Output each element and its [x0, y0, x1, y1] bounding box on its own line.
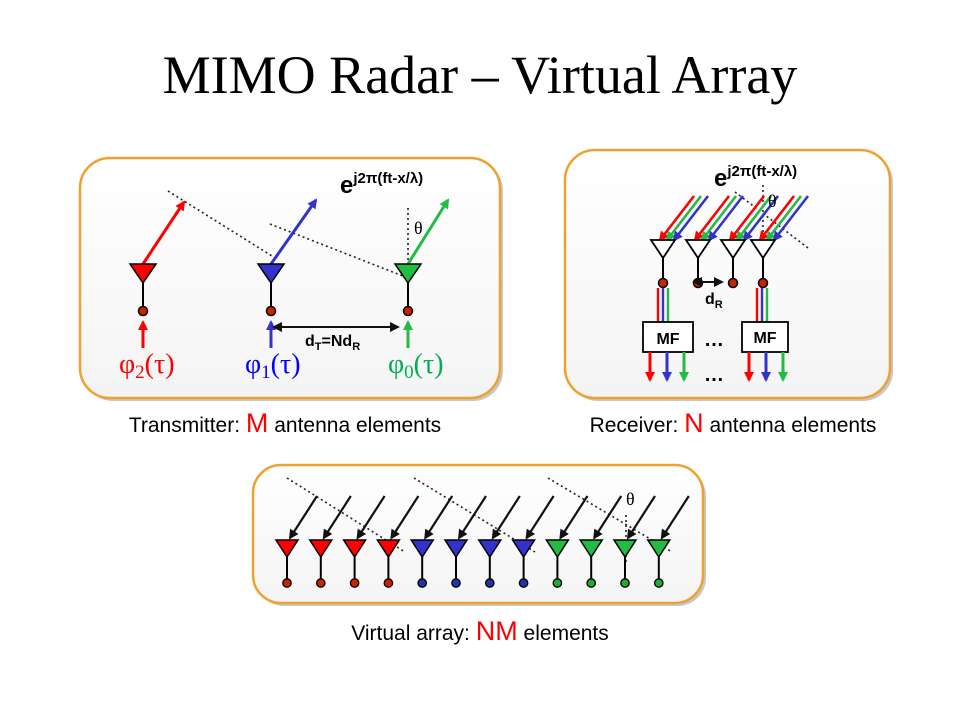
- va-antenna: [578, 539, 604, 559]
- va-antenna: [545, 539, 570, 559]
- rx-antenna: [719, 239, 747, 260]
- virtual-array-panel: θ: [251, 463, 706, 606]
- rx-incoming-arrow: [707, 195, 745, 242]
- va-antenna-node: [552, 578, 563, 588]
- rx-incoming-arrow: [728, 195, 766, 242]
- svg-text:MF: MF: [753, 330, 776, 347]
- rx-theta-label: θ: [768, 191, 777, 211]
- tx-theta-label: θ: [414, 218, 423, 238]
- receiver-caption: Receiver: N antenna elements: [590, 408, 877, 438]
- tx-element-green: [393, 198, 450, 348]
- va-incoming-arrow: [356, 495, 386, 540]
- va-antenna-node: [653, 578, 664, 588]
- rx-output-arrows-left: [645, 352, 689, 382]
- va-incoming-arrow: [491, 495, 521, 540]
- va-antenna-node: [315, 578, 326, 588]
- rx-incoming-arrow: [758, 195, 796, 242]
- va-antenna-node: [484, 578, 495, 588]
- va-antenna: [308, 539, 334, 559]
- rx-spacing-label: dR: [705, 291, 723, 311]
- transmitter-caption: Transmitter: M antenna elements: [129, 408, 441, 438]
- rx-incoming-arrow: [665, 195, 703, 242]
- tx-signal-expression: ej2π(ft-x/λ): [340, 170, 423, 199]
- rx-incoming-arrow: [742, 195, 780, 242]
- va-antenna: [646, 539, 672, 559]
- rx-antenna-node: [757, 277, 769, 289]
- va-antenna: [342, 539, 367, 559]
- va-antenna: [612, 539, 638, 559]
- rx-incoming-arrow: [772, 195, 810, 242]
- rx-incoming-arrow: [693, 195, 731, 242]
- va-antenna-node: [518, 578, 529, 588]
- rx-antenna: [684, 239, 712, 260]
- rx-incoming-arrow: [700, 195, 738, 242]
- va-antenna-node: [282, 578, 292, 588]
- va-antenna-node: [451, 578, 461, 588]
- rx-antenna-node: [657, 277, 669, 289]
- va-theta-label: θ: [626, 489, 635, 509]
- rx-incoming-waves: [658, 195, 810, 242]
- va-incoming-arrow: [559, 495, 589, 540]
- va-antenna: [274, 539, 300, 559]
- phi-label-1: φ1(τ): [245, 349, 301, 383]
- va-incoming-arrow: [626, 495, 656, 540]
- rx-signal-expression: ej2π(ft-x/λ): [714, 163, 797, 192]
- va-incoming-arrow: [593, 495, 623, 540]
- rx-antenna: [749, 239, 777, 260]
- va-antenna: [477, 539, 503, 559]
- va-incoming-arrow: [660, 495, 690, 540]
- va-antenna: [409, 539, 435, 559]
- va-incoming-arrow: [525, 495, 555, 540]
- transmitter-panel: dT=NdR θ ej2π(ft-x/λ) φ2(τ) φ1(τ) φ0(τ): [78, 156, 503, 401]
- rx-antenna-node: [727, 277, 739, 289]
- va-antenna-node: [383, 578, 394, 588]
- va-antenna-node: [620, 578, 630, 588]
- rx-incoming-arrow: [735, 195, 773, 242]
- svg-text:MF: MF: [656, 331, 679, 348]
- va-antenna: [511, 539, 536, 559]
- receiver-panel: dR MF MF … … θ ej2π(ft-x/λ): [563, 148, 893, 401]
- phi-label-0: φ0(τ): [388, 349, 444, 383]
- tx-element-blue: [256, 198, 318, 348]
- va-incoming-arrow: [457, 495, 487, 540]
- phi-label-2: φ2(τ): [119, 349, 175, 383]
- rx-incoming-arrow: [765, 195, 803, 242]
- va-incoming-arrow: [322, 495, 352, 540]
- rx-antenna: [649, 239, 677, 260]
- virtual-array-caption: Virtual array: NM elements: [351, 616, 609, 646]
- virtual-array-elements: [274, 495, 690, 588]
- rx-incoming-arrow: [658, 195, 696, 242]
- rx-incoming-arrow: [672, 195, 710, 242]
- rx-antennas: [649, 239, 777, 322]
- va-antenna: [376, 539, 401, 559]
- va-antenna-node: [349, 578, 360, 588]
- tx-spacing-label: dT=NdR: [305, 333, 360, 353]
- rx-ellipsis-bottom: …: [704, 364, 724, 386]
- rx-output-arrows-right: [744, 352, 788, 382]
- rx-ellipsis-top: …: [704, 329, 724, 351]
- matched-filter-left: MF: [642, 321, 694, 353]
- va-incoming-arrow: [390, 495, 420, 540]
- tx-element-red: [128, 200, 186, 348]
- matched-filter-right: MF: [741, 321, 789, 353]
- va-incoming-arrow: [288, 495, 318, 540]
- va-antenna-node: [417, 578, 428, 588]
- va-antenna: [443, 539, 469, 559]
- va-antenna-node: [586, 578, 597, 588]
- va-incoming-arrow: [424, 495, 454, 540]
- page-title: MIMO Radar – Virtual Array: [163, 45, 798, 105]
